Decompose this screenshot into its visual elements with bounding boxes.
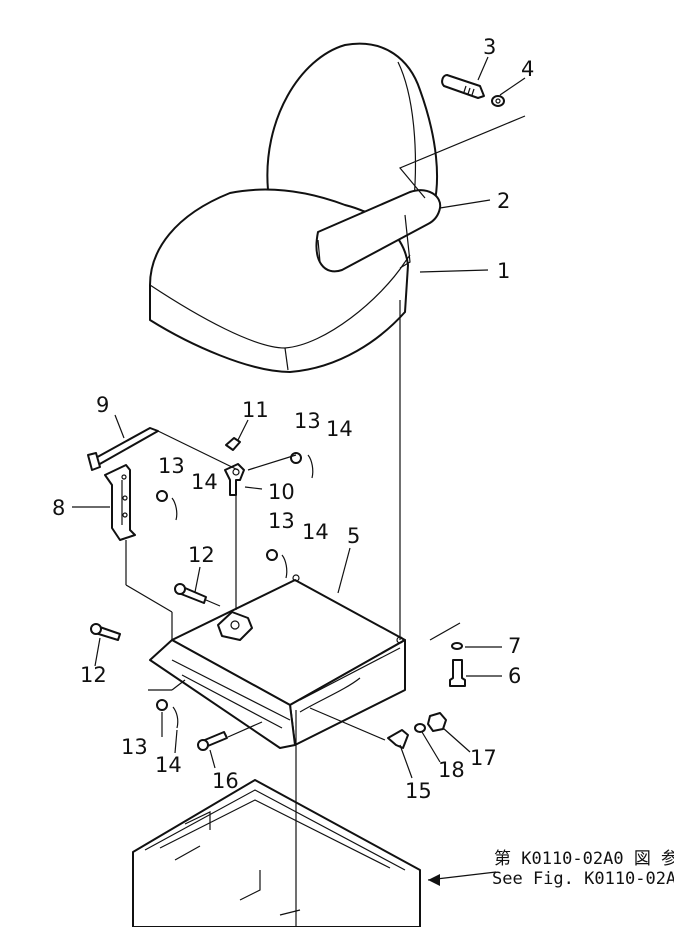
bolt-6 (449, 659, 466, 687)
callout-6: 6 (508, 664, 521, 688)
assembly-lines (125, 300, 461, 927)
cotter-pin-14b (171, 497, 178, 521)
clip-15 (387, 729, 409, 749)
seat-mount-plate (149, 574, 406, 749)
reference-note-japanese: 第 K0110-02A0 図 参 照 (494, 849, 674, 869)
callout-4: 4 (521, 57, 534, 81)
callout-12b: 12 (80, 663, 107, 687)
washer-13c (266, 549, 278, 561)
washer-4 (491, 95, 505, 107)
seat-assembly (149, 42, 442, 373)
callout-8: 8 (52, 496, 65, 520)
callout-17: 17 (470, 746, 497, 770)
callout-5: 5 (347, 524, 360, 548)
cotter-pin-14a (307, 454, 314, 479)
washer-13b (156, 490, 168, 502)
cotter-pin-14d (172, 706, 179, 729)
callout-12a: 12 (188, 543, 215, 567)
callout-16: 16 (212, 769, 239, 793)
armrest (315, 189, 442, 273)
callout-1: 1 (497, 259, 510, 283)
callout-10: 10 (268, 480, 295, 504)
callout-leaders (72, 56, 526, 886)
washer-7 (451, 642, 463, 650)
callout-14d: 14 (155, 753, 182, 777)
callout-13b: 13 (158, 454, 185, 478)
callout-13c: 13 (268, 509, 295, 533)
seat-backrest (266, 42, 438, 216)
callout-15: 15 (405, 779, 432, 803)
bracket-8 (104, 464, 136, 541)
callout-11: 11 (242, 398, 269, 422)
armrest-bolt (441, 74, 485, 99)
callout-14b: 14 (191, 470, 218, 494)
base-frame (132, 779, 421, 927)
callout-13a: 13 (294, 409, 321, 433)
cotter-pin-14c (281, 554, 288, 579)
nut-17 (427, 712, 447, 732)
pin-11 (225, 437, 241, 451)
reference-note-english: See Fig. K0110-02A0 (492, 869, 674, 889)
callout-14a: 14 (326, 417, 353, 441)
washer-18 (414, 723, 426, 733)
callout-3: 3 (483, 35, 496, 59)
callout-2: 2 (497, 189, 510, 213)
washer-13d (156, 699, 168, 711)
callout-14c: 14 (302, 520, 329, 544)
washer-13a (290, 452, 302, 464)
callout-7: 7 (508, 634, 521, 658)
callout-13d: 13 (121, 735, 148, 759)
callout-9: 9 (96, 393, 109, 417)
callout-18: 18 (438, 758, 465, 782)
